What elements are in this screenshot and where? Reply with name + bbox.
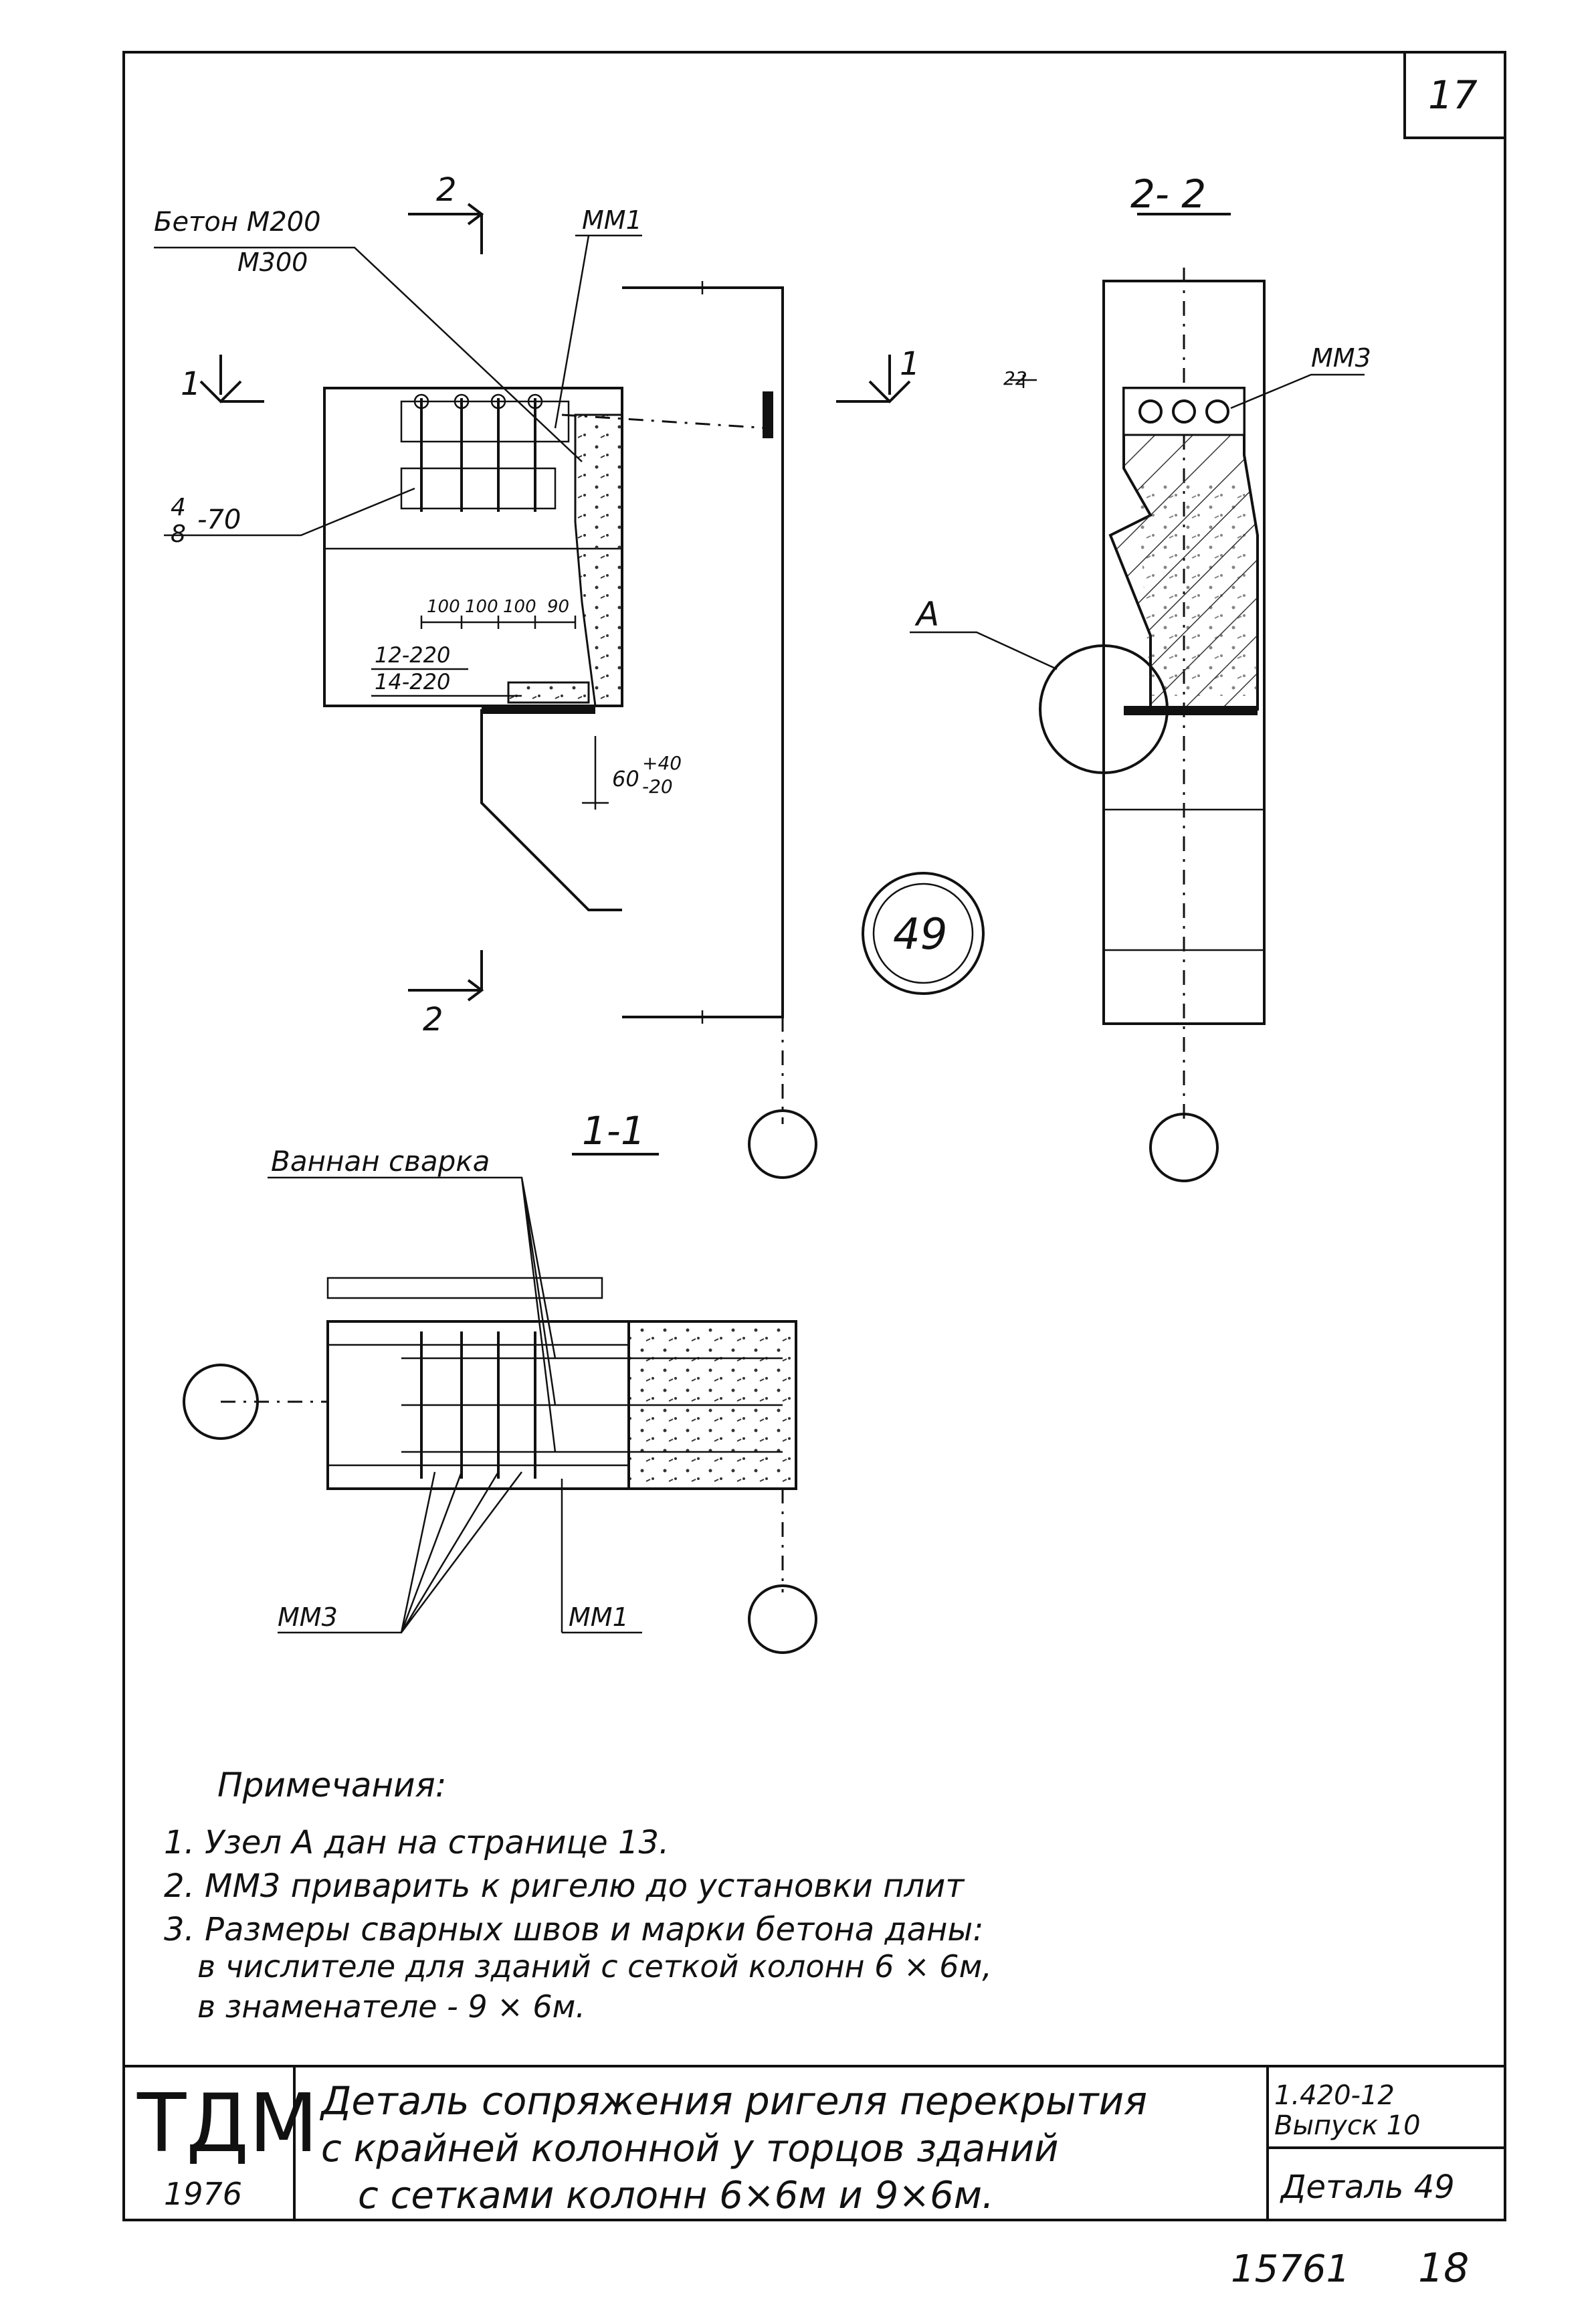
concrete-label: Бетон М200 [154,207,321,238]
note-item: в знаменателе - 9 × 6м. [197,1989,585,2025]
section-1-left: 1 [181,365,201,403]
section-1-right: 1 [900,345,920,383]
issue-label: Выпуск 10 [1274,2110,1421,2141]
dim-3: 100 [503,597,536,617]
title-line: с крайней колонной у торцов зданий [321,2127,1059,2171]
title-line: Деталь сопряжения ригеля перекрытия [319,2078,1147,2124]
main-elevation [154,203,911,1179]
detail-circle-outer [862,872,985,995]
node-a-label: А [914,595,939,634]
note-item: в числителе для зданий с сеткой колонн 6… [197,1948,992,1985]
weld-length: -70 [197,504,241,535]
axis-marker [748,1109,817,1179]
sheet-number-box [1403,51,1506,139]
seam-top-label: 12-220 [375,642,450,668]
gap-label: 60 [612,766,639,792]
seam-bottom-label: 14-220 [375,669,450,695]
weld-denominator: 8 [171,521,186,548]
concrete-label-bottom: М300 [237,248,308,277]
notes-heading: Примечания: [217,1766,447,1805]
section-1-1-title: 1-1 [582,1108,645,1154]
title-block [124,2065,1505,2220]
mm3-label-bottom: ММ3 [278,1602,338,1632]
bath-weld-label: Ваннан сварка [271,1145,490,1178]
detail-number: 49 [893,910,947,959]
sheet-frame [122,51,1506,2221]
section-2-bottom: 2 [423,1001,443,1038]
weld-numerator: 4 [171,494,186,521]
section-2-2-title: 2- 2 [1130,171,1206,217]
dim-2: 100 [465,597,498,617]
dim-4: 90 [547,597,569,617]
axis-marker [748,1584,817,1654]
section-2-top: 2 [436,171,457,209]
note-item: 2. ММ3 приварить к ригелю до установки п… [164,1867,965,1905]
mm1-label-bottom: ММ1 [569,1602,629,1632]
dim-1: 100 [427,597,460,617]
note-item: 1. Узел А дан на странице 13. [164,1824,669,1861]
archive-number: 15761 [1231,2247,1350,2291]
detail-circle-inner [872,883,974,984]
axis-marker [1149,1113,1219,1182]
section-1-1 [183,1153,817,1654]
title-line: с сетками колонн 6×6м и 9×6м. [358,2174,994,2217]
mm3-label-right: ММ3 [1311,343,1371,373]
axis-marker [183,1364,259,1440]
sheet-number: 17 [1428,72,1478,118]
detail-label: Деталь 49 [1280,2168,1455,2206]
mm1-label-top: ММ1 [582,205,642,235]
dim-22: 22 [1003,367,1027,389]
series-code: 1.420-12 [1274,2080,1395,2111]
tdm-logo: ТДМ [136,2078,318,2171]
section-2-2 [910,213,1365,1182]
gap-plus: +40 [642,752,682,774]
note-item: 3. Размеры сварных швов и марки бетона д… [164,1911,984,1948]
page-number: 18 [1418,2245,1469,2292]
gap-minus: -20 [642,775,673,798]
title-year: 1976 [164,2176,242,2212]
